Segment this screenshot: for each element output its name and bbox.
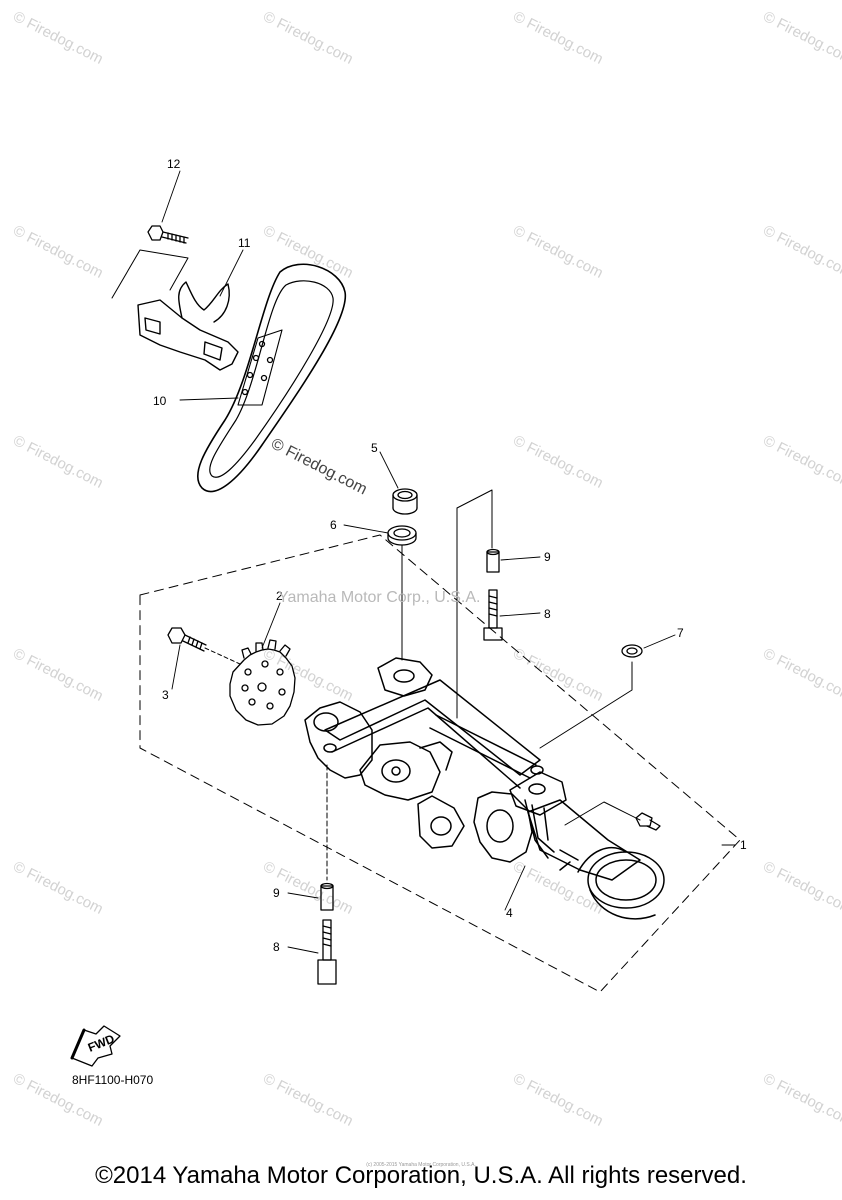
assembly-outline <box>139 534 741 993</box>
dowel-pin-9-upper-part <box>486 548 500 573</box>
copyright-notice: ©2014 Yamaha Motor Corporation, U.S.A. A… <box>95 1162 747 1189</box>
center-watermark: Yamaha Motor Corp., U.S.A. <box>278 589 480 606</box>
callout-9-upper: 9 <box>544 550 551 564</box>
diagram-code: 8HF1100-H070 <box>72 1073 154 1087</box>
bolt-8-lower-part <box>317 919 337 985</box>
dowel-pin-9-lower-part <box>320 882 334 911</box>
callout-9-lower: 9 <box>273 886 280 900</box>
callout-4: 4 <box>506 906 513 920</box>
washer-7-part <box>621 644 643 658</box>
callout-3: 3 <box>162 688 169 702</box>
chain-guide-part <box>137 281 239 371</box>
collar-5-part <box>392 488 418 515</box>
timing-chain-part <box>197 263 347 493</box>
leader-lines <box>161 170 736 954</box>
callout-11: 11 <box>238 236 251 250</box>
oil-pump-body-part <box>304 657 567 863</box>
callout-8-lower: 8 <box>273 940 280 954</box>
callout-7: 7 <box>677 626 684 640</box>
fwd-arrow-icon <box>70 1025 121 1067</box>
callout-10: 10 <box>153 394 167 408</box>
callout-5: 5 <box>371 441 378 455</box>
small-print: (c) 2005-2015 Yamaha Motor Corporation, … <box>366 1162 476 1168</box>
callout-8-upper: 8 <box>544 607 551 621</box>
strainer-bolt-part <box>635 812 661 831</box>
bolt-12-part <box>147 225 189 244</box>
callout-2: 2 <box>276 589 283 603</box>
seal-6-part <box>387 525 417 546</box>
oil-strainer-4-part <box>524 799 665 920</box>
drive-gear-2-part <box>229 639 296 726</box>
firedog-watermark: © Firedog.com <box>268 435 369 498</box>
bolt-3-part <box>167 627 207 652</box>
callout-12: 12 <box>167 157 181 171</box>
callout-1: 1 <box>740 838 747 852</box>
callout-6: 6 <box>330 518 337 532</box>
bolt-8-upper-part <box>483 589 503 641</box>
